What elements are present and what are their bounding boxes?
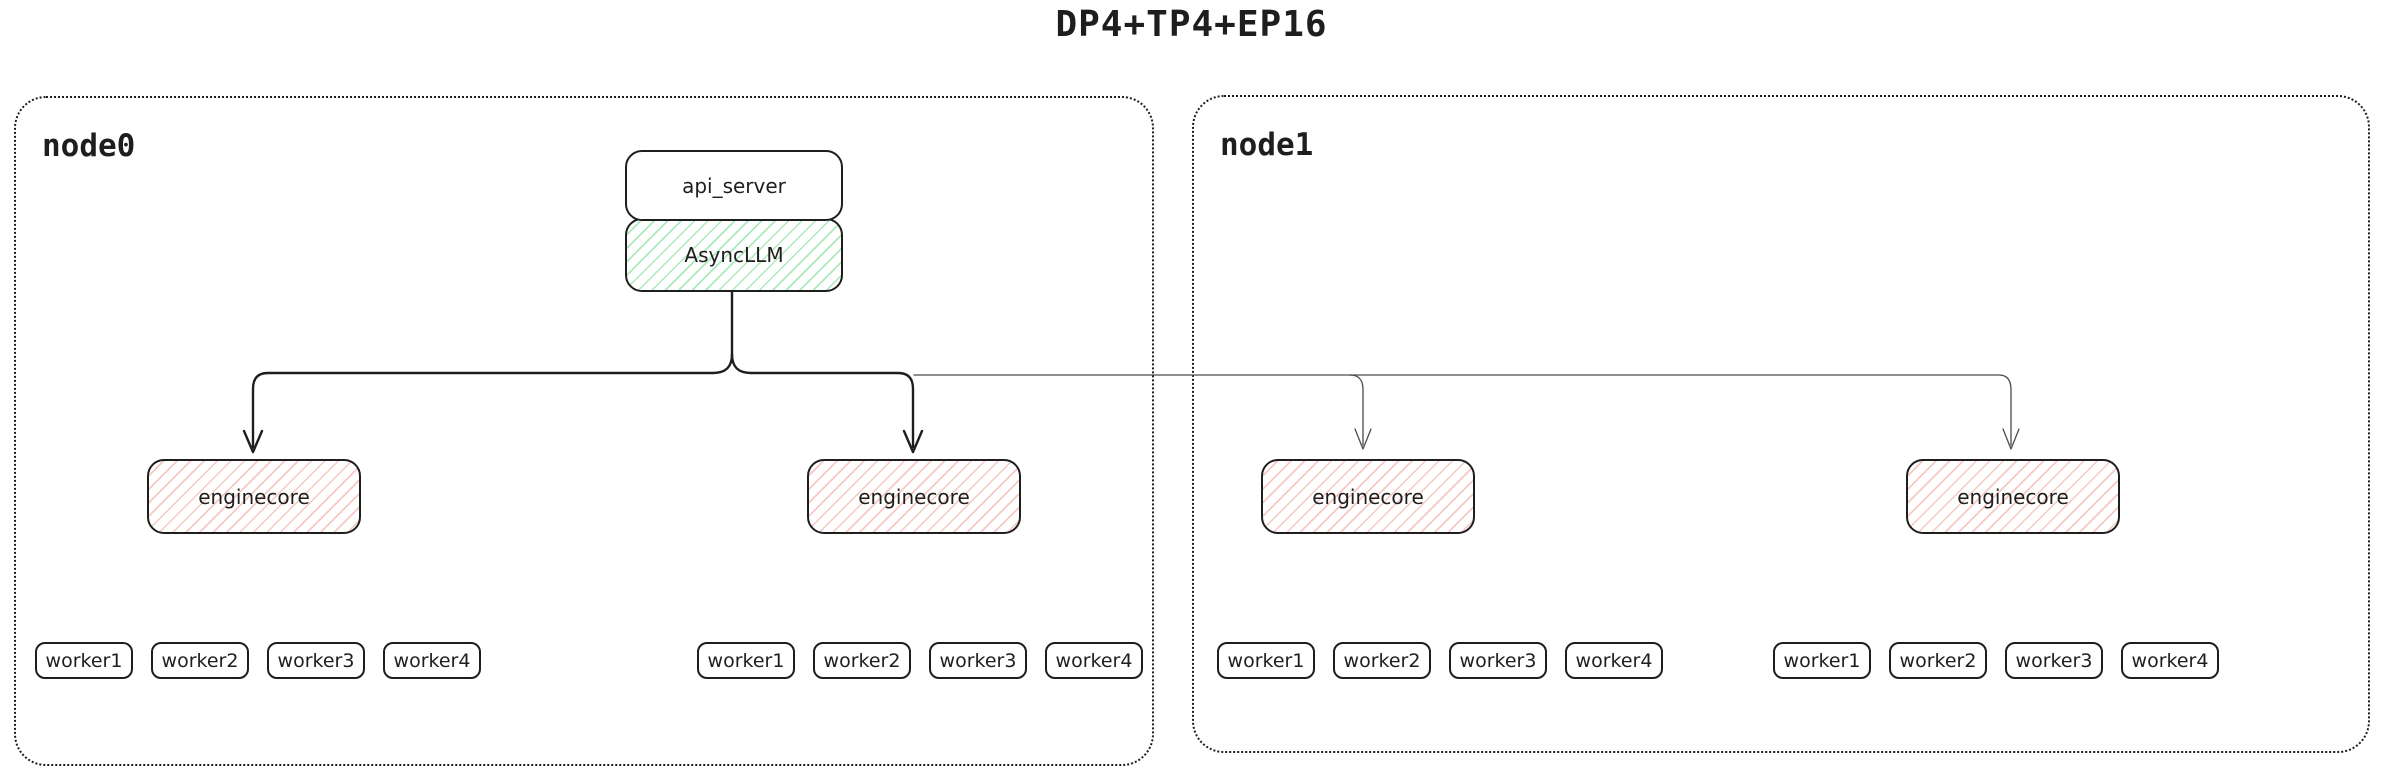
worker-label: worker3: [2015, 649, 2093, 672]
worker-chip: worker3: [2005, 642, 2103, 679]
worker-chip: worker1: [35, 642, 133, 679]
enginecore-box-4: enginecore: [1906, 459, 2120, 534]
enginecore-label: enginecore: [1957, 484, 2069, 509]
worker-label: worker4: [1575, 649, 1653, 672]
worker-chip: worker4: [2121, 642, 2219, 679]
api-server-box: api_server: [625, 150, 843, 221]
worker-label: worker3: [1459, 649, 1537, 672]
worker-chip: worker1: [1773, 642, 1871, 679]
worker-label: worker1: [1783, 649, 1861, 672]
worker-chip: worker3: [267, 642, 365, 679]
worker-label: worker2: [1343, 649, 1421, 672]
enginecore-box-2: enginecore: [807, 459, 1021, 534]
enginecore-box-1: enginecore: [147, 459, 361, 534]
enginecore-label: enginecore: [858, 484, 970, 509]
worker-chip: worker2: [813, 642, 911, 679]
worker-group-2: worker1 worker2 worker3 worker4: [697, 642, 1143, 679]
worker-chip: worker2: [1333, 642, 1431, 679]
worker-chip: worker1: [1217, 642, 1315, 679]
node1-label: node1: [1220, 127, 1314, 163]
worker-label: worker3: [939, 649, 1017, 672]
enginecore-label: enginecore: [1312, 484, 1424, 509]
worker-chip: worker4: [1565, 642, 1663, 679]
worker-label: worker4: [2131, 649, 2209, 672]
worker-label: worker4: [393, 649, 471, 672]
worker-chip: worker2: [151, 642, 249, 679]
diagram-title: DP4+TP4+EP16: [1055, 4, 1328, 45]
worker-group-4: worker1 worker2 worker3 worker4: [1773, 642, 2219, 679]
worker-label: worker2: [823, 649, 901, 672]
worker-chip: worker4: [383, 642, 481, 679]
worker-label: worker2: [161, 649, 239, 672]
worker-chip: worker3: [929, 642, 1027, 679]
worker-label: worker1: [1227, 649, 1305, 672]
async-llm-box: AsyncLLM: [625, 218, 843, 292]
worker-chip: worker3: [1449, 642, 1547, 679]
worker-chip: worker4: [1045, 642, 1143, 679]
enginecore-box-3: enginecore: [1261, 459, 1475, 534]
worker-chip: worker2: [1889, 642, 1987, 679]
enginecore-label: enginecore: [198, 484, 310, 509]
async-llm-label: AsyncLLM: [684, 243, 784, 267]
worker-label: worker1: [45, 649, 123, 672]
worker-label: worker1: [707, 649, 785, 672]
worker-group-1: worker1 worker2 worker3 worker4: [35, 642, 481, 679]
worker-label: worker3: [277, 649, 355, 672]
worker-chip: worker1: [697, 642, 795, 679]
api-server-label: api_server: [682, 173, 786, 198]
node0-label: node0: [42, 128, 136, 164]
worker-label: worker4: [1055, 649, 1133, 672]
worker-group-3: worker1 worker2 worker3 worker4: [1217, 642, 1663, 679]
worker-label: worker2: [1899, 649, 1977, 672]
